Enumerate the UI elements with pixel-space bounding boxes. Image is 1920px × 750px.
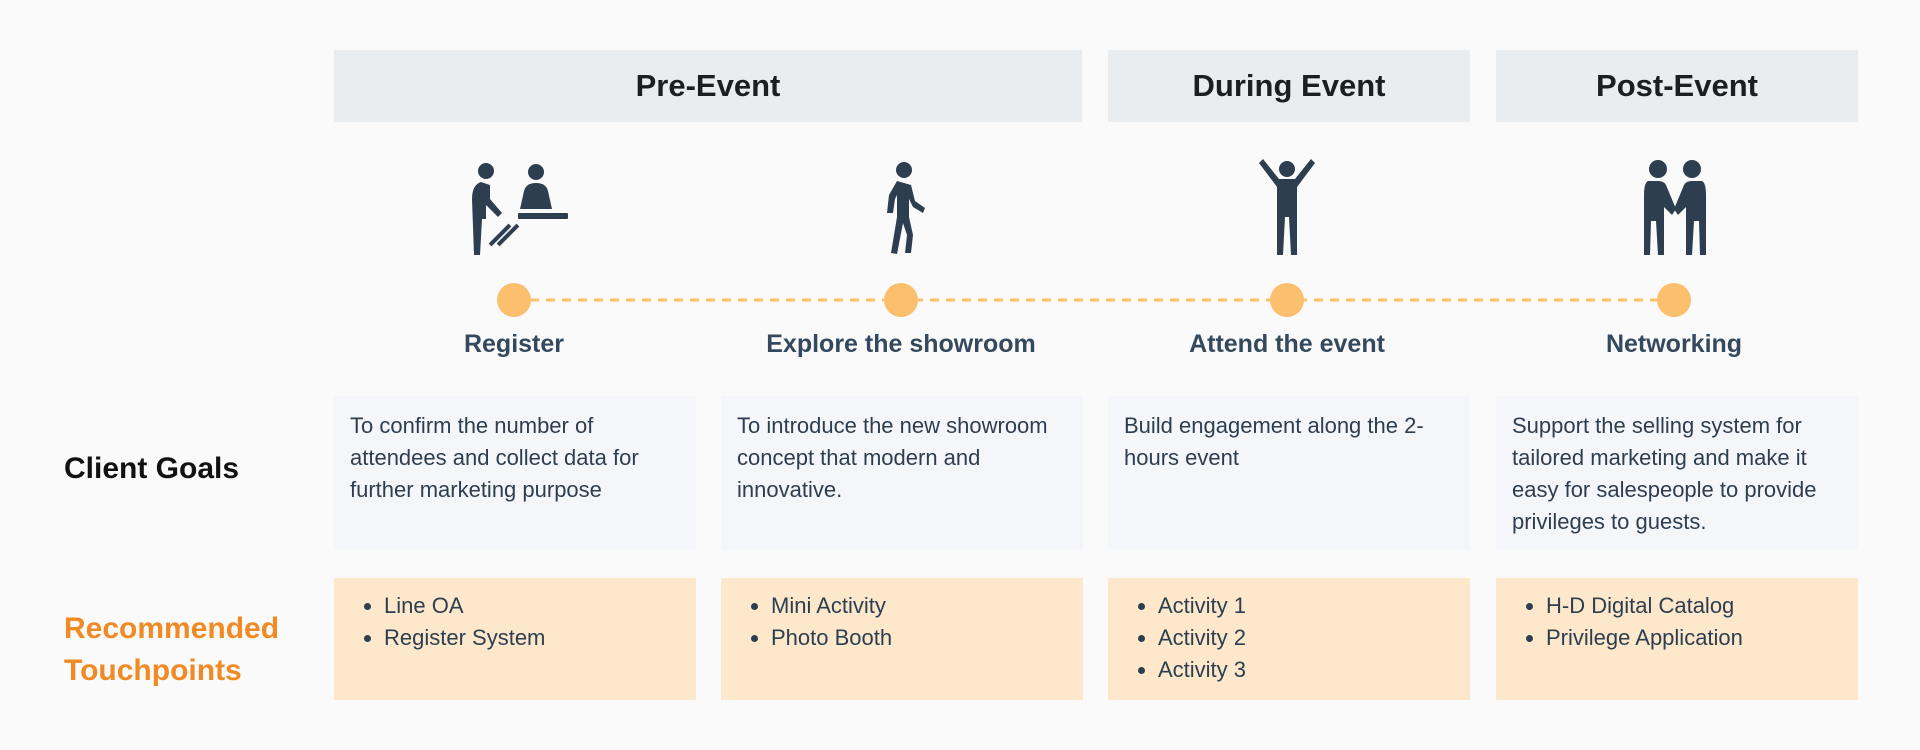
recommended-touchpoints-label: Recommended Touchpoints [64,612,280,687]
touchpoint-list: Mini Activity Photo Booth [737,590,1067,654]
phase-header-during-event: During Event [1108,50,1470,122]
touchpoint-list: Line OA Register System [350,590,680,654]
touchpoint-item: Activity 2 [1158,622,1454,654]
step-label-networking: Networking [1605,330,1743,358]
timeline-dot-attend [1270,283,1304,317]
handshake-icon [1614,155,1734,265]
touchpoint-box-explore: Mini Activity Photo Booth [721,578,1083,700]
timeline [497,283,1691,317]
step-label-attend: Attend the event [1189,330,1385,358]
touchpoint-item: Privilege Application [1546,622,1842,654]
touchpoint-item: H-D Digital Catalog [1546,590,1842,622]
step-label-register: Register [463,330,565,358]
cheering-person-icon [1227,155,1347,265]
register-people-icon [454,155,574,265]
goal-box-register: To confirm the number of attendees and c… [334,396,696,550]
timeline-dot-register [497,283,531,317]
goal-box-explore: To introduce the new showroom concept th… [721,396,1083,550]
touchpoint-list: H-D Digital Catalog Privilege Applicatio… [1512,590,1842,654]
walking-person-icon [841,155,961,265]
touchpoint-item: Photo Booth [771,622,1067,654]
touchpoint-item: Register System [384,622,680,654]
phase-header-pre-event: Pre-Event [334,50,1082,122]
client-goals-label: Client Goals [64,452,240,485]
touchpoint-box-attend: Activity 1 Activity 2 Activity 3 [1108,578,1470,700]
goal-box-attend: Build engagement along the 2-hours event [1108,396,1470,550]
touchpoint-item: Mini Activity [771,590,1067,622]
touchpoint-box-networking: H-D Digital Catalog Privilege Applicatio… [1496,578,1858,700]
touchpoint-item: Activity 1 [1158,590,1454,622]
phase-header-post-event: Post-Event [1496,50,1858,122]
touchpoint-item: Activity 3 [1158,654,1454,686]
goal-box-networking: Support the selling system for tailored … [1496,396,1858,550]
touchpoint-item: Line OA [384,590,680,622]
touchpoint-box-register: Line OA Register System [334,578,696,700]
touchpoint-list: Activity 1 Activity 2 Activity 3 [1124,590,1454,686]
timeline-dot-networking [1657,283,1691,317]
step-label-explore: Explore the showroom [766,330,1036,358]
timeline-dot-explore [884,283,918,317]
